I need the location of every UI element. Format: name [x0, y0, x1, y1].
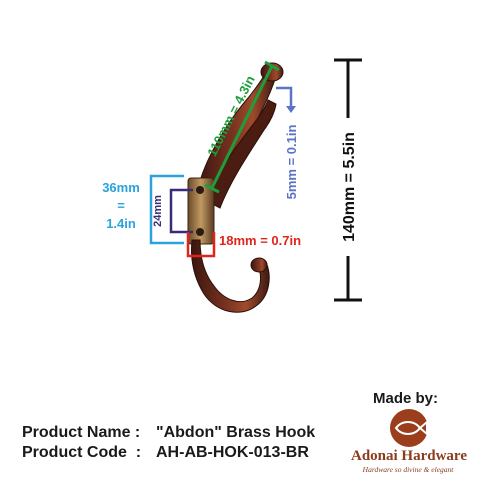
hook-neck	[204, 99, 277, 209]
brand-tagline: Hardware so divine & elegant	[362, 465, 454, 474]
plate-width-label: 18mm = 0.7in	[219, 233, 301, 248]
tip-gap-label: 5mm = 0.1in	[284, 125, 299, 200]
screw-hole-bottom	[196, 228, 204, 236]
plate-height-in-label: 1.4in	[106, 216, 136, 231]
hook-lower-shank	[191, 239, 270, 313]
tip-gap-dimension: 5mm = 0.1in	[276, 86, 299, 200]
total-height-dimension: 140mm = 5.5in	[334, 58, 362, 302]
plate-width-dimension: 18mm = 0.7in	[186, 232, 301, 258]
product-name-row: Product Name : "Abdon" Brass Hook	[22, 423, 315, 443]
screw-spacing-dimension: 24mm	[152, 188, 193, 234]
product-info: Product Name : "Abdon" Brass Hook Produc…	[22, 423, 315, 463]
arm-length-tick-bottom	[204, 183, 220, 194]
plate-height-equals: =	[117, 198, 125, 213]
arm-length-line	[210, 65, 274, 189]
logo-circle	[390, 409, 428, 447]
plate-width-bracket	[186, 232, 216, 258]
total-height-label-bg	[340, 118, 356, 256]
made-by-label: Made by:	[373, 390, 439, 407]
screw-hole-top	[196, 186, 204, 194]
brand-name: Adonai Hardware	[351, 448, 467, 464]
product-name-value: "Abdon" Brass Hook	[156, 424, 316, 441]
screw-spacing-label: 24mm	[152, 195, 164, 227]
fish-icon	[394, 419, 428, 437]
product-code-row: Product Code : AH-AB-HOK-013-BR	[22, 443, 315, 463]
plate-height-mm-label: 36mm	[102, 180, 140, 195]
plate-height-bracket	[149, 174, 184, 245]
hook-lower-tip	[250, 257, 268, 273]
screw-spacing-bracket	[169, 188, 193, 234]
product-code-value: AH-AB-HOK-013-BR	[156, 444, 309, 461]
product-code-label: Product Code :	[22, 444, 146, 461]
total-height-label: 140mm = 5.5in	[341, 132, 358, 242]
plate-height-dimension: 36mm = 1.4in	[102, 174, 184, 245]
arm-length-tick-top	[264, 60, 280, 72]
tip-gap-bracket	[276, 86, 293, 108]
tip-gap-arrow	[286, 106, 296, 113]
adonai-logo	[390, 409, 428, 447]
product-name-label: Product Name :	[22, 424, 145, 441]
mounting-plate	[187, 177, 215, 245]
